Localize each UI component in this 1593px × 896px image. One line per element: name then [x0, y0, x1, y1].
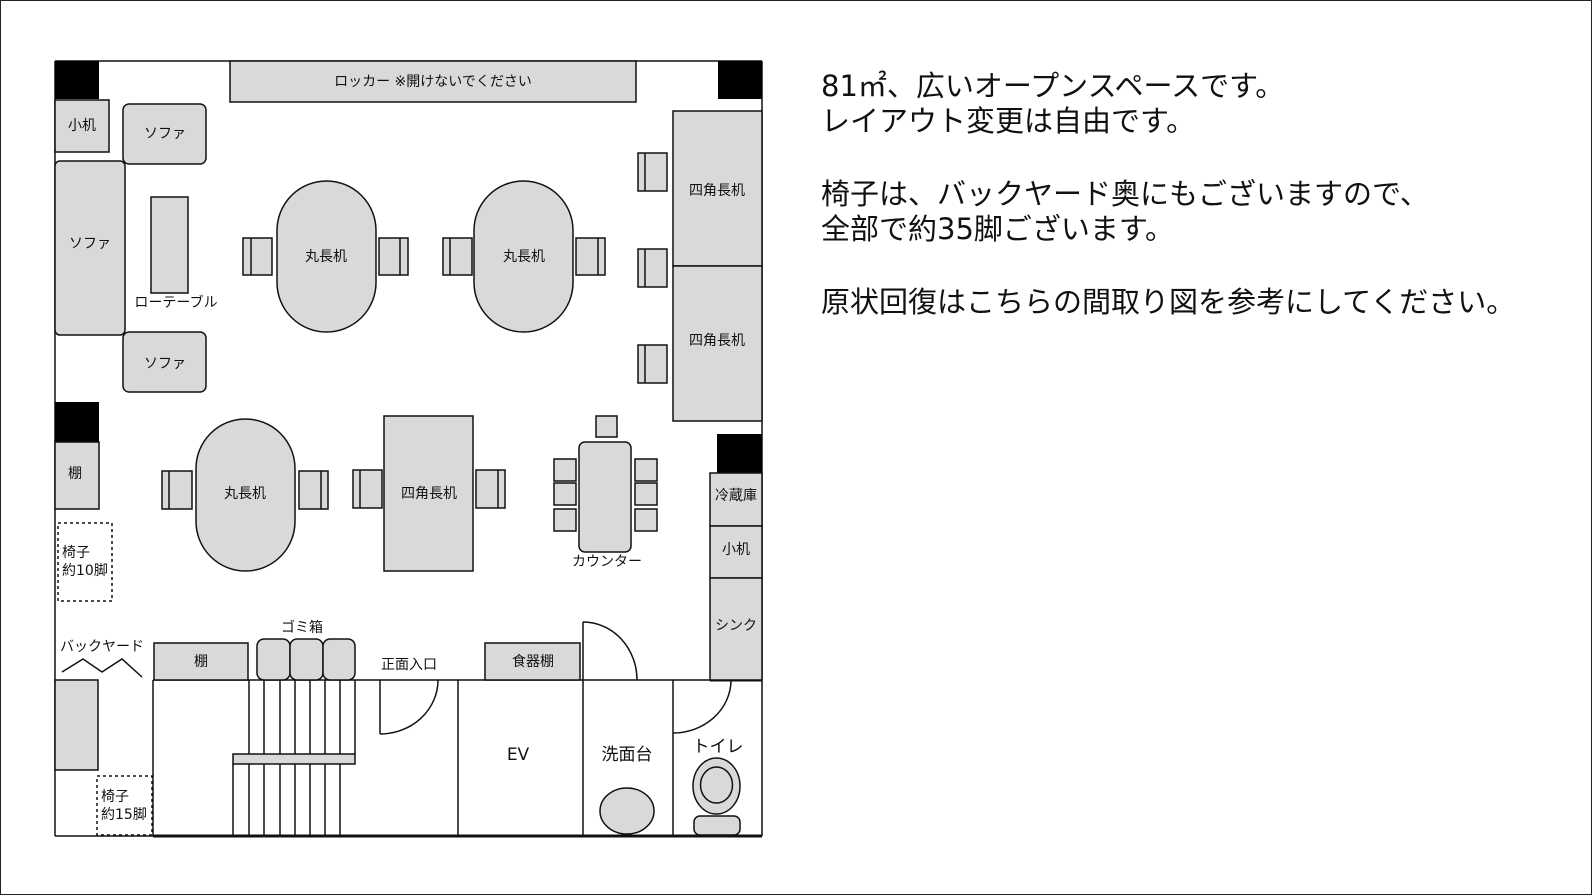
- counter-stool: [553, 508, 577, 532]
- backyard-label: バックヤード: [60, 639, 144, 655]
- fridge-label: 冷蔵庫: [715, 487, 757, 504]
- sofa-left: [54, 160, 126, 336]
- shelf-left-label: 棚: [68, 466, 82, 482]
- pillar-top-right: [718, 61, 762, 99]
- counter-stool: [553, 458, 577, 482]
- chair: [637, 344, 668, 384]
- chair: [442, 237, 473, 276]
- toilet-door-icon: [672, 679, 732, 734]
- counter-stool: [634, 458, 658, 482]
- small-desk-right-label: 小机: [722, 542, 750, 558]
- round-table-2: [473, 180, 574, 333]
- sofa-bottom-label: ソファ: [144, 356, 186, 372]
- elevator-label: EV: [507, 745, 530, 765]
- low-table-label: ローテーブル: [134, 294, 217, 311]
- counter: [578, 441, 632, 553]
- round-table-3: [195, 418, 296, 572]
- small-desk-right: [709, 525, 763, 579]
- pillar-mid-left: [55, 402, 99, 442]
- chair: [242, 237, 273, 276]
- chair: [378, 237, 409, 276]
- small-desk-top-left-label: 小机: [68, 118, 96, 134]
- toilet-label: トイレ: [693, 737, 744, 757]
- counter-stool: [595, 415, 618, 438]
- description: 81㎡、広いオープンスペースです。 レイアウト変更は自由です。 椅子は、バックヤ…: [821, 69, 1515, 320]
- description-line: 椅子は、バックヤード奥にもございますので、: [821, 177, 1429, 211]
- pillar-top-left: [55, 61, 99, 99]
- trash-bin: [289, 638, 324, 681]
- backyard-zigzag-icon: [61, 658, 143, 678]
- dish-shelf: [484, 642, 581, 681]
- square-table-right-2-label: 四角長机: [689, 333, 745, 349]
- chair: [298, 470, 329, 510]
- dish-shelf-label: 食器棚: [512, 653, 554, 670]
- round-table-1: [276, 180, 377, 333]
- description-line: 81㎡、広いオープンスペースです。: [821, 69, 1285, 103]
- washbasin-door-icon: [582, 621, 638, 681]
- shelf-bottom: [153, 642, 249, 681]
- round-table-3-label: 丸長机: [224, 486, 266, 502]
- sofa-top: [122, 103, 207, 165]
- entrance-label: 正面入口: [381, 657, 437, 673]
- chair-storage-back-count: 約15脚: [101, 807, 147, 823]
- entrance-door-swing: [379, 679, 439, 735]
- sofa-left-label: ソファ: [69, 236, 111, 252]
- stairs: [232, 680, 356, 836]
- description-line: 全部で約35脚ございます。: [821, 212, 1175, 246]
- description-paragraph-2: 椅子は、バックヤード奥にもございますので、 全部で約35脚ございます。: [821, 177, 1515, 247]
- description-paragraph-3: 原状回復はこちらの間取り図を参考にしてください。: [821, 285, 1515, 320]
- chair: [352, 469, 383, 509]
- round-table-2-label: 丸長机: [503, 249, 545, 265]
- square-table-right-1: [672, 110, 763, 267]
- toilet-tank: [693, 815, 741, 836]
- pillar-mid-right: [717, 434, 762, 473]
- toilet-bowl: [699, 766, 734, 804]
- sofa-bottom: [122, 331, 207, 393]
- chair-storage-front-count: 約10脚: [62, 563, 108, 579]
- square-table-middle: [383, 415, 474, 572]
- locker-label: ロッカー ※開けないでください: [334, 74, 532, 90]
- shelf-left: [54, 441, 100, 510]
- locker: [229, 60, 637, 103]
- small-desk-top-left: [54, 99, 110, 153]
- washbasin-label: 洗面台: [602, 745, 653, 765]
- chair: [575, 237, 606, 276]
- counter-stool: [634, 508, 658, 532]
- chair: [161, 470, 193, 510]
- backyard-storage: [54, 679, 99, 771]
- washbasin-bowl-icon: [599, 787, 655, 835]
- trash-bin: [322, 638, 356, 681]
- sofa-top-label: ソファ: [144, 126, 186, 142]
- description-line: 原状回復はこちらの間取り図を参考にしてください。: [821, 285, 1516, 319]
- square-table-middle-label: 四角長机: [401, 486, 457, 502]
- trash-bins-label: ゴミ箱: [281, 619, 323, 636]
- chair: [475, 469, 506, 509]
- square-table-right-2: [672, 265, 763, 422]
- chair: [637, 152, 668, 192]
- chair-storage-back: [96, 775, 153, 836]
- shelf-bottom-label: 棚: [194, 654, 208, 670]
- chair: [637, 248, 668, 288]
- chair-storage-back-label: 椅子: [101, 789, 129, 805]
- stair-landing: [232, 753, 356, 765]
- description-paragraph-1: 81㎡、広いオープンスペースです。 レイアウト変更は自由です。: [821, 69, 1515, 139]
- sink: [709, 577, 763, 681]
- toilet-bowl-icon: [692, 757, 741, 836]
- chair-storage-front: [57, 522, 113, 602]
- trash-bin: [256, 638, 291, 681]
- counter-stool: [553, 482, 577, 506]
- low-table: [150, 196, 189, 294]
- counter-stool: [634, 482, 658, 506]
- washbasin-door-swing: [582, 621, 638, 681]
- square-table-right-1-label: 四角長机: [689, 183, 745, 199]
- description-line: レイアウト変更は自由です。: [821, 104, 1196, 138]
- counter-label: カウンター: [572, 554, 642, 570]
- entrance-door-icon: [379, 679, 439, 735]
- chair-storage-front-label: 椅子: [62, 545, 90, 561]
- round-table-1-label: 丸長机: [305, 249, 347, 265]
- sink-label: シンク: [715, 618, 757, 634]
